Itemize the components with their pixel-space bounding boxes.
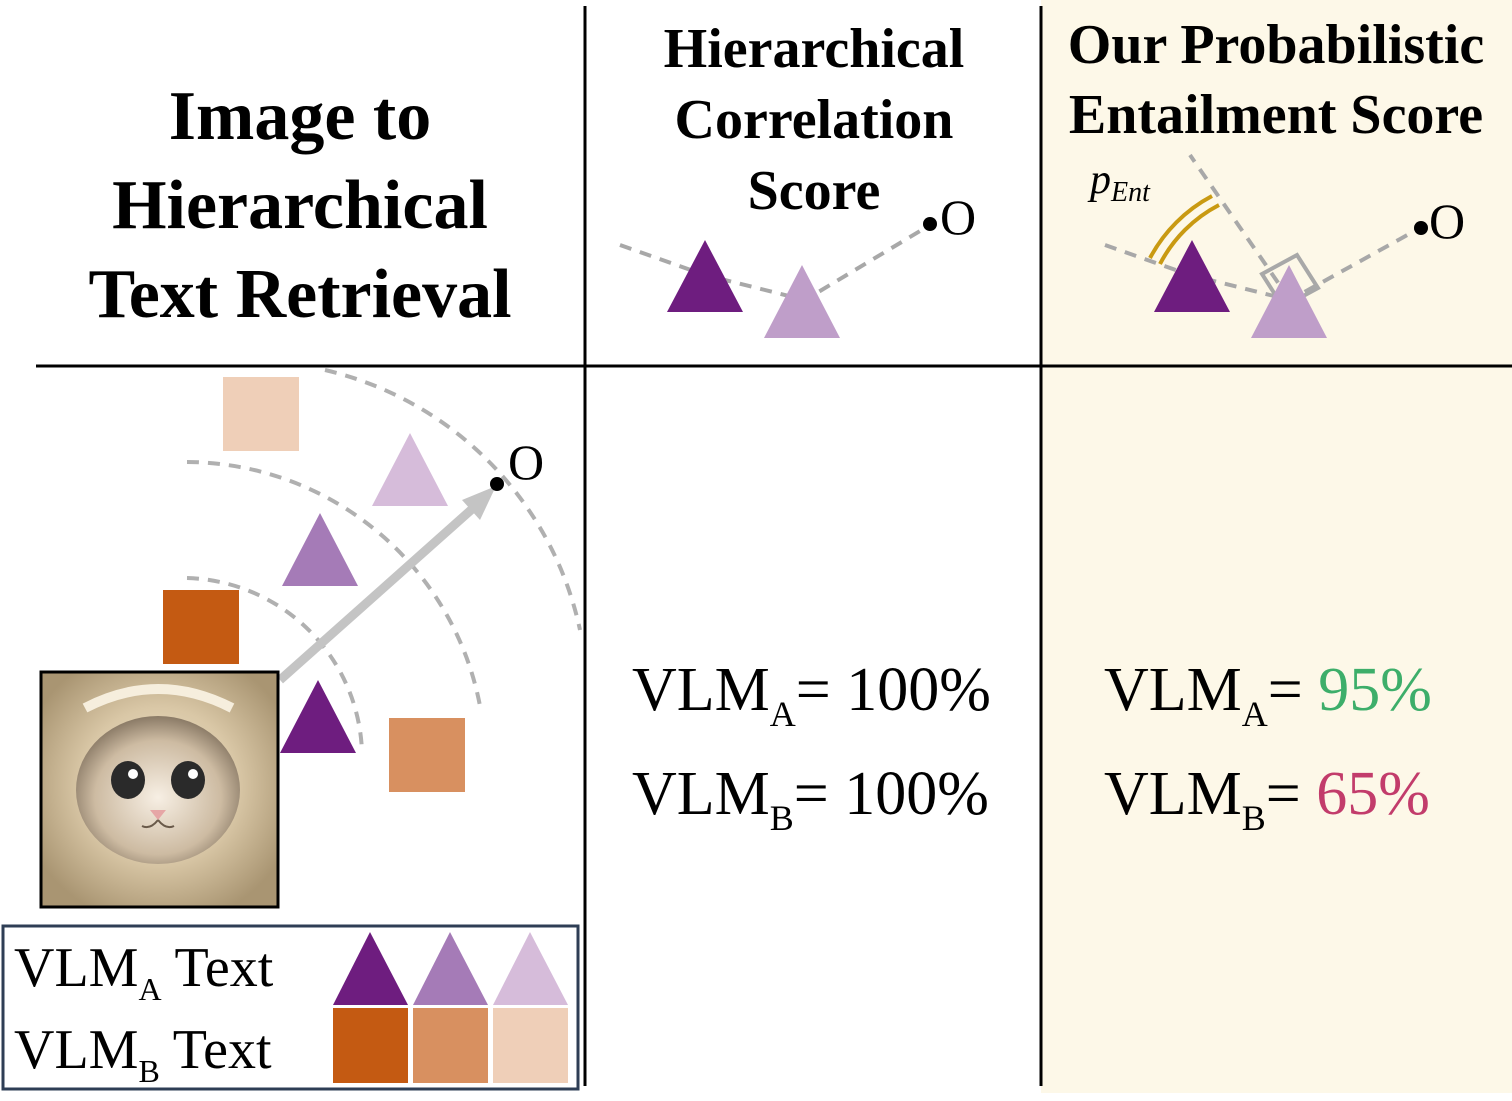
light-purple-triangle [1251,265,1327,338]
direction-arrow [277,498,483,684]
title-left-line-1: Image to [168,78,432,155]
medium-purple-triangle [282,513,358,586]
model-subscript: A [1241,694,1268,734]
equals-sign: = [1267,656,1303,724]
middle-score-a: VLMA= 100% [632,650,991,754]
origin-dot [1414,221,1428,235]
title-right: Our Probabilistic Entailment Score [1040,10,1512,150]
legend-triangle [333,932,408,1005]
dark-purple-triangle [1154,240,1230,312]
legend-triangle [413,932,488,1005]
angle-label: pEnt [1090,156,1150,217]
legend-item-a: VLMA Text [14,938,273,1019]
light-purple-triangle [372,433,448,506]
origin-label-middle: O [940,189,977,245]
legend-model: VLM [14,1019,139,1081]
model-subscript: A [769,694,796,734]
model-name: VLM [1104,760,1242,828]
title-right-line-1: Our Probabilistic [1067,14,1485,76]
model-subscript: B [1241,798,1266,838]
entailment-dashed-path [1104,226,1421,303]
score-value-good: 95% [1302,656,1432,724]
title-left: Image to Hierarchical Text Retrieval [40,72,560,339]
legend-square [333,1008,408,1083]
model-name: VLM [632,656,770,724]
highlight-panel [1041,0,1512,1093]
dark-orange-square [163,590,239,664]
origin-label-left: O [508,434,545,490]
legend-suffix: Text [159,1019,272,1081]
title-middle-line-2: Correlation [674,89,954,151]
model-name: VLM [1104,656,1242,724]
score-value: 100% [830,656,991,724]
title-middle-line-3: Score [747,160,881,222]
model-subscript: B [769,798,794,838]
light-orange-square [223,377,299,451]
correlation-diagram [619,217,937,338]
retrieval-diagram [163,368,582,792]
arrowhead [462,486,496,520]
title-left-line-2: Hierarchical [112,167,488,244]
light-purple-triangle [764,265,840,338]
equals-sign: = [795,656,831,724]
entailment-diagram [1104,153,1428,338]
right-score-b: VLMB= 65% [1104,754,1432,858]
middle-score-b: VLMB= 100% [632,754,991,858]
legend-square [493,1008,568,1083]
legend-shapes [333,932,568,1083]
model-name: VLM [632,760,770,828]
legend-triangle [493,932,568,1005]
angle-arc-inner [1158,203,1220,265]
medium-orange-square [389,718,465,792]
title-middle-line-1: Hierarchical [663,18,965,80]
title-right-line-2: Entailment Score [1068,84,1484,146]
score-value: 100% [828,760,989,828]
legend-suffix: Text [161,937,274,999]
angle-label-subscript: Ent [1111,177,1150,208]
equals-sign: = [1265,760,1301,828]
right-scores: VLMA= 95% VLMB= 65% [1104,650,1432,858]
origin-dot [923,217,937,231]
legend-model: VLM [14,937,139,999]
legend-item-b: VLMB Text [14,1020,272,1101]
legend-subscript: A [138,971,162,1007]
score-value-bad: 65% [1300,760,1430,828]
legend-square [413,1008,488,1083]
equals-sign: = [793,760,829,828]
origin-label-right: O [1429,193,1466,249]
title-middle: Hierarchical Correlation Score [588,14,1040,227]
dashed-arc-inner [186,576,364,753]
angle-arc [1148,194,1213,259]
angle-label-base: p [1090,157,1111,203]
right-score-a: VLMA= 95% [1104,650,1432,754]
origin-dot [490,477,504,491]
dark-purple-triangle [280,680,356,753]
title-left-line-3: Text Retrieval [88,256,512,333]
correlation-dashed-path [619,223,932,303]
dashed-arc-outer [324,368,582,631]
dark-purple-triangle [667,240,743,312]
cat-photo [39,670,280,909]
middle-scores: VLMA= 100% VLMB= 100% [632,650,991,858]
legend-subscript: B [138,1053,160,1089]
entailment-dashed-ray [1188,153,1292,302]
